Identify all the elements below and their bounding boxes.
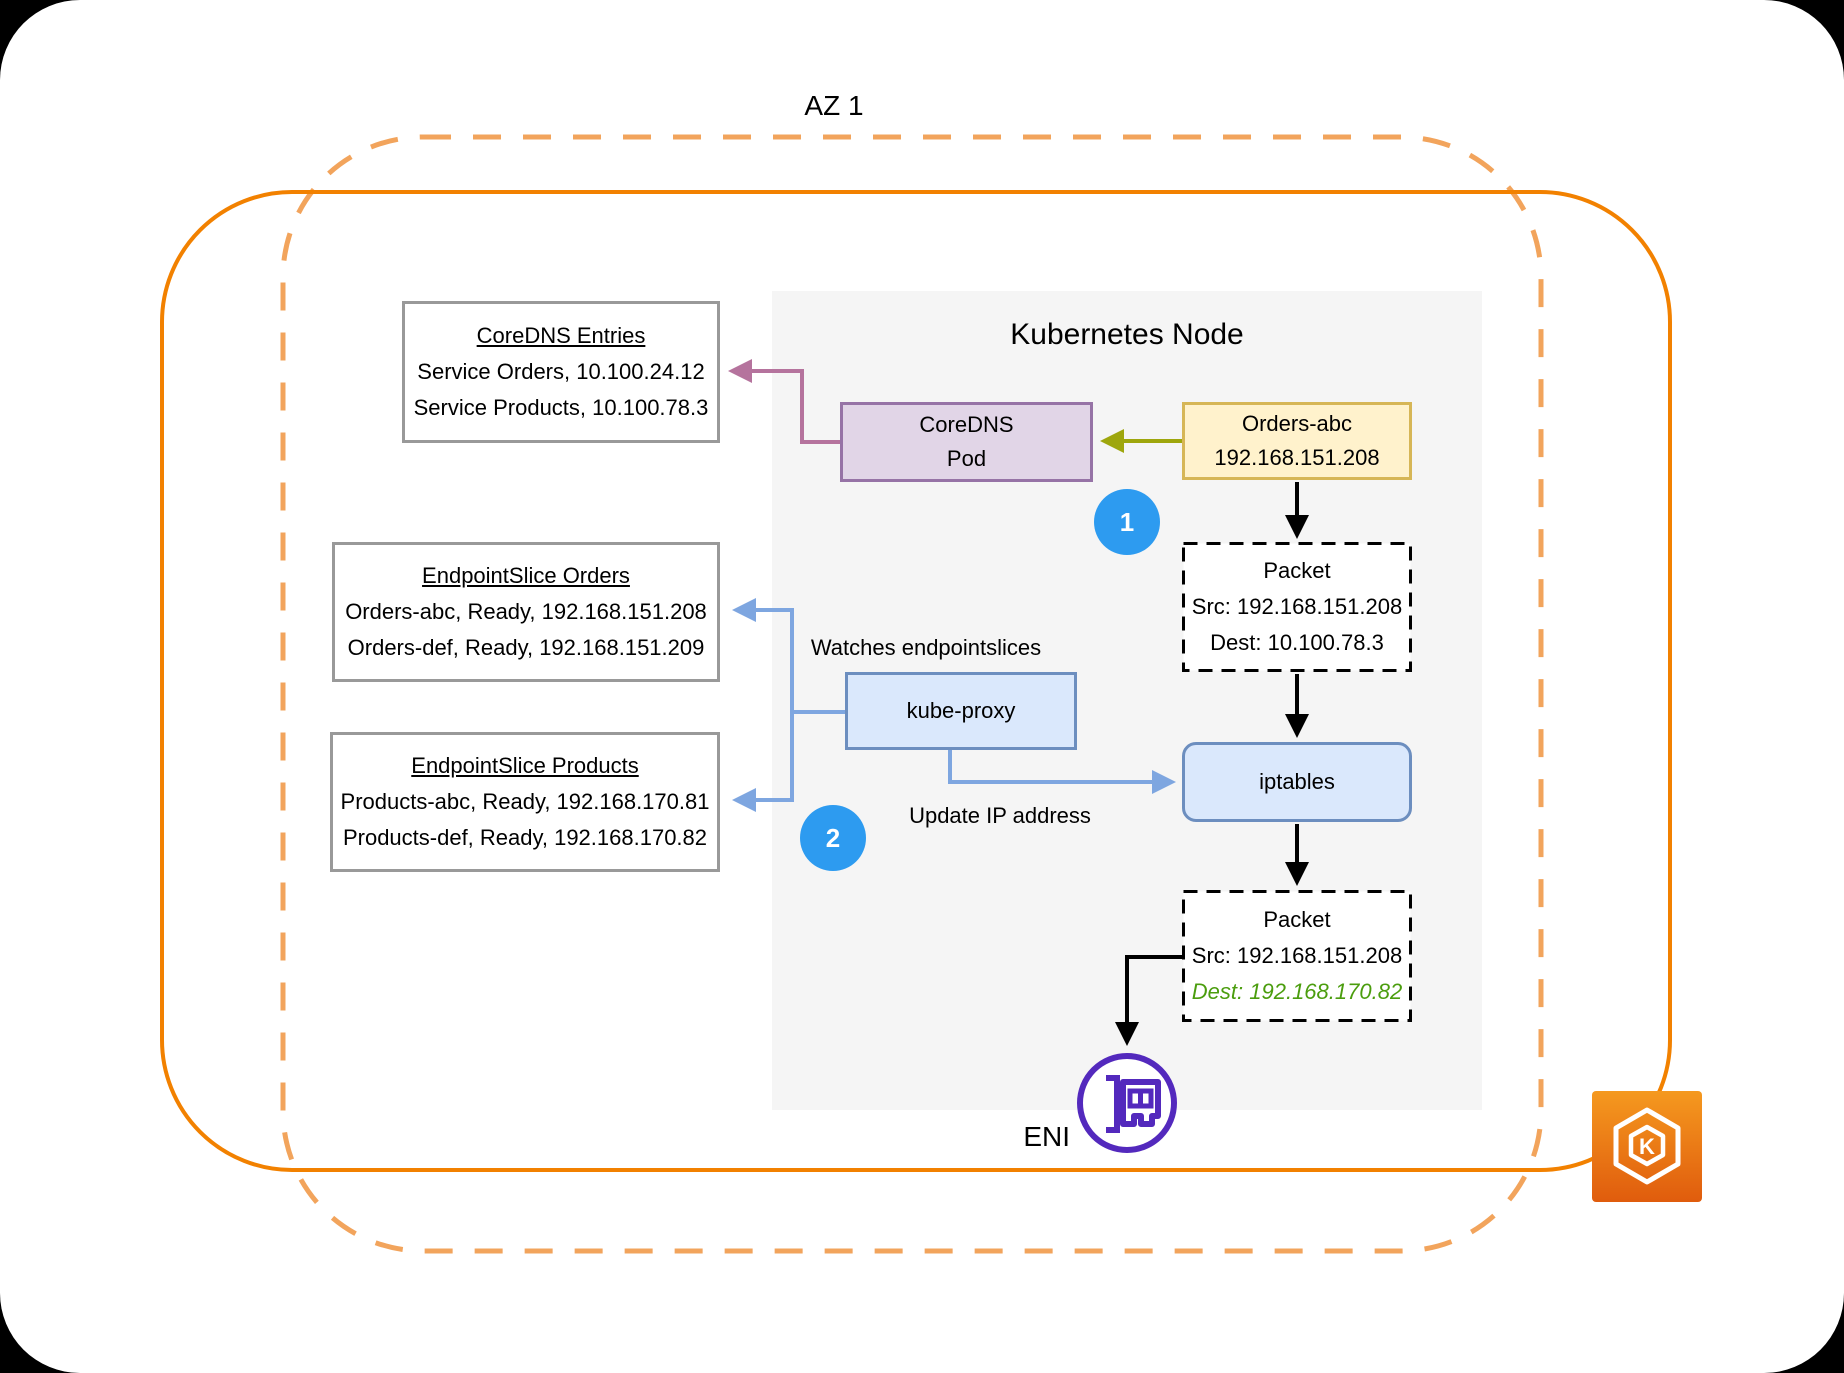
coredns-entries-row: Service Orders, 10.100.24.12	[417, 359, 705, 384]
az-label: AZ 1	[804, 90, 864, 121]
coredns-entries-row: Service Products, 10.100.78.3	[413, 395, 709, 420]
coredns-entries-box: CoreDNS Entries Service Orders, 10.100.2…	[402, 301, 720, 443]
az-dashed-border	[280, 134, 1544, 1254]
packet-after-box	[1182, 890, 1412, 1022]
arrow-kubeproxy-to-es-orders	[732, 598, 794, 712]
coredns-pod-line: Pod	[946, 446, 987, 471]
endpointslice-products-row: Products-abc, Ready, 192.168.170.81	[340, 789, 710, 814]
packet-after-text: Packet Src: 192.168.151.208 Dest: 192.16…	[1182, 890, 1412, 1022]
endpointslice-orders-row: Orders-def, Ready, 192.168.151.209	[347, 635, 705, 660]
iptables-box: iptables	[1182, 742, 1412, 822]
kube-proxy-box: kube-proxy	[845, 672, 1077, 750]
arrow-kubeproxy-to-iptables	[948, 750, 1176, 794]
eks-logo: K	[1592, 1091, 1702, 1202]
eni-icon	[1077, 1053, 1177, 1153]
packet-before-src: Src: 192.168.151.208	[1191, 594, 1403, 619]
coredns-pod-line: CoreDNS	[919, 412, 1014, 437]
eni-label: ENI	[1023, 1121, 1070, 1152]
update-ip-address-label: Update IP address	[909, 803, 1091, 828]
arrow-packet-to-eni	[1115, 955, 1182, 1046]
iptables-label: iptables	[1259, 769, 1335, 794]
packet-after-dest: Dest: 192.168.170.82	[1191, 979, 1403, 1004]
endpointslice-orders-title: EndpointSlice Orders	[422, 563, 630, 588]
endpointslice-products-title: EndpointSlice Products	[411, 753, 639, 778]
packet-before-title: Packet	[1263, 558, 1331, 583]
packet-before-dest: Dest: 10.100.78.3	[1210, 630, 1384, 655]
vpc-solid-border	[160, 190, 1672, 1172]
endpointslice-orders-row: Orders-abc, Ready, 192.168.151.208	[345, 599, 707, 624]
packet-before-box	[1182, 542, 1412, 672]
step-1-badge: 1	[1094, 489, 1160, 555]
orders-abc-pod-box: Orders-abc 192.168.151.208	[1182, 402, 1412, 480]
packet-after-src: Src: 192.168.151.208	[1191, 943, 1403, 968]
endpointslice-products-row: Products-def, Ready, 192.168.170.82	[342, 825, 708, 850]
packet-before-text: Packet Src: 192.168.151.208 Dest: 10.100…	[1182, 542, 1412, 672]
kubernetes-node-title: Kubernetes Node	[1010, 318, 1244, 351]
watches-endpointslices-label: Watches endpointslices	[810, 635, 1042, 660]
endpointslice-orders-box: EndpointSlice Orders Orders-abc, Ready, …	[332, 542, 720, 682]
coredns-pod-box: CoreDNS Pod	[840, 402, 1093, 482]
endpointslice-products-box: EndpointSlice Products Products-abc, Rea…	[330, 732, 720, 872]
orders-abc-pod-ip: 192.168.151.208	[1214, 445, 1380, 470]
orders-abc-pod-name: Orders-abc	[1241, 411, 1353, 436]
arrow-kubeproxy-to-es-products	[732, 712, 794, 812]
coredns-entries-title: CoreDNS Entries	[476, 323, 646, 348]
eks-logo-letter: K	[1639, 1134, 1655, 1159]
step-2-badge: 2	[800, 805, 866, 871]
packet-after-title: Packet	[1263, 907, 1331, 932]
arrow-coredns-to-entries	[728, 359, 840, 444]
kube-proxy-label: kube-proxy	[906, 698, 1016, 723]
